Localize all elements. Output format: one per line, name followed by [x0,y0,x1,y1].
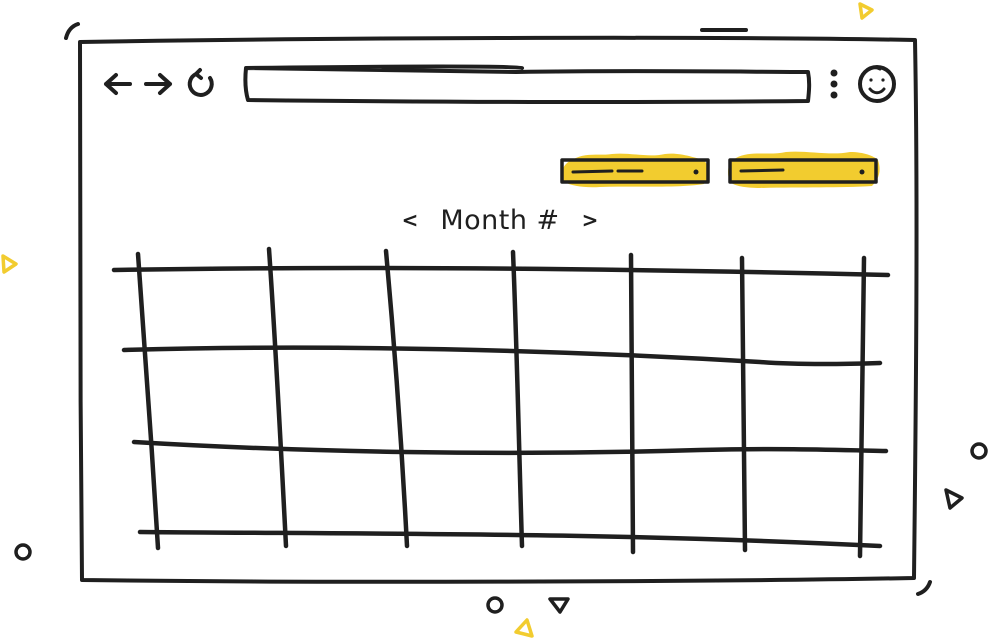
address-input[interactable] [252,73,806,99]
browser-window-frame [78,35,919,584]
grid-line-h2 [121,345,883,367]
grid-line-v5 [628,252,636,555]
kebab-menu-icon[interactable] [830,69,838,99]
frame-corner-tick-top [64,22,80,40]
yellow-triangle-decoration [514,618,534,638]
circle-decoration [970,442,988,460]
address-bar[interactable] [243,64,812,105]
calendar-grid [111,246,891,559]
grid-line-h1 [111,265,891,278]
forward-icon[interactable] [144,73,172,95]
yellow-triangle-decoration [858,2,874,20]
reload-icon[interactable] [187,68,214,97]
month-header: < Month # > [380,198,620,242]
next-month-button[interactable]: > [581,208,599,232]
grid-line-v4 [510,249,525,549]
month-title: Month # [440,204,560,236]
circle-decoration [486,596,504,614]
back-icon[interactable] [104,73,132,95]
circle-decoration [14,543,32,561]
grid-line-v2 [266,246,289,549]
smiley-face-icon[interactable] [858,65,896,103]
prev-month-button[interactable]: < [401,208,419,232]
yellow-triangle-decoration [1,254,18,274]
dropdown-2[interactable] [728,151,880,188]
grid-line-h3 [131,439,889,456]
grid-line-v3 [383,248,410,549]
triangle-decoration [548,597,570,614]
dropdown-1[interactable] [560,153,710,188]
grid-line-v1 [135,251,161,551]
grid-line-v7 [857,255,867,559]
frame-corner-tick-bottom [916,580,932,596]
grid-line-h4 [137,529,883,549]
grid-line-v6 [739,255,748,553]
triangle-decoration [944,488,964,510]
